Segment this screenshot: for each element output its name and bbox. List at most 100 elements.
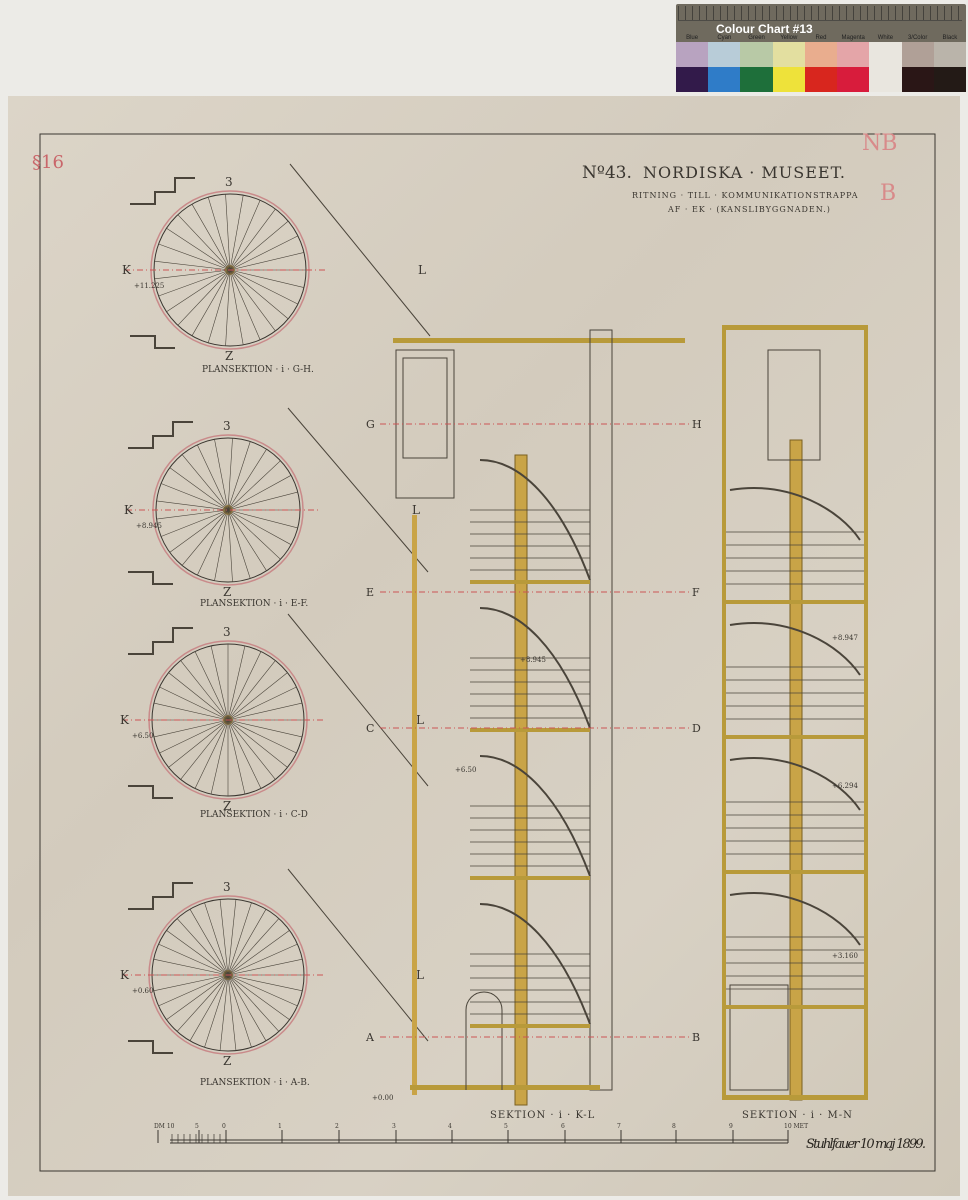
diagonal-wall: [289, 163, 431, 337]
stair-tread-line: [227, 491, 298, 511]
colour-patch-dark: [804, 67, 838, 92]
colour-patch-dark: [901, 67, 934, 92]
kl-level-1: +8.945: [520, 656, 546, 664]
colour-patch-dark: [869, 67, 902, 92]
cut-letter-top: 3: [223, 625, 231, 639]
stair-tread-line: [181, 454, 229, 511]
colour-patch-dark: [708, 67, 741, 92]
cut-letter-l: L: [412, 503, 420, 517]
diagonal-wall: [287, 407, 429, 573]
stair-tread-line: [227, 438, 233, 511]
diagonal-wall: [287, 613, 429, 787]
stair-tread-line: [227, 958, 303, 976]
stair-tread-line: [160, 509, 229, 537]
landing-mn: [726, 735, 864, 739]
landing-mn: [726, 600, 864, 604]
colour-patch-dark: [772, 67, 805, 92]
section-kl-caption: SEKTION · i · K-L: [490, 1110, 595, 1121]
stair-tread-line: [227, 719, 297, 754]
handrail-mn: [729, 487, 861, 541]
stair-tread-line: [194, 719, 229, 789]
stair-tread-line: [210, 645, 229, 721]
stair-tread-line: [227, 902, 252, 976]
wall-outline: [130, 177, 195, 349]
sheet-border: [39, 133, 936, 1172]
cut-letter-a: A: [365, 1031, 375, 1044]
red-mark-b: B: [880, 181, 896, 206]
stair-tread-line: [158, 243, 231, 271]
stair-tread-line: [207, 197, 231, 271]
stair-tread-line: [227, 719, 262, 789]
floor-slab: [393, 338, 685, 343]
stair-tread-line: [166, 930, 229, 976]
stair-tread-line: [227, 509, 281, 560]
section-mn-caption: SEKTION · i · M-N: [742, 1110, 853, 1121]
kl-level-2: +6.50: [455, 766, 476, 774]
stair-tread-line: [225, 194, 231, 271]
stair-tread-line: [227, 475, 292, 511]
stair-tread-line: [156, 500, 229, 511]
stair-tread-line: [154, 269, 231, 280]
scale-label: 10 MET: [784, 1123, 808, 1130]
cut-letter-h: H: [692, 418, 702, 431]
landing-kl: [470, 1024, 590, 1028]
stair-tread-line: [227, 509, 251, 579]
patch-label: White: [877, 35, 894, 41]
stair-tread-line: [189, 974, 229, 1041]
stair-tread-line: [160, 483, 229, 511]
cut-letter-d: D: [692, 722, 701, 735]
stair-tread-line: [227, 509, 267, 571]
stair-tread-line: [219, 974, 229, 1051]
mn-level-3: +3.160: [832, 952, 858, 960]
stair-tread-line: [229, 252, 305, 271]
stair-tread-line: [168, 719, 229, 768]
colour-patch-light: [804, 42, 838, 67]
door-panel-inner: [402, 357, 448, 459]
drawing-title: NORDISKA · MUSEET.: [643, 163, 846, 182]
stair-tread-line: [227, 974, 290, 1020]
stair-tread-line: [229, 269, 261, 340]
colour-patch-light: [740, 42, 773, 67]
stair-tread-line: [158, 943, 229, 976]
cut-letter-b: B: [692, 1031, 700, 1044]
stair-tread-line: [153, 974, 229, 992]
stair-tread-line: [229, 269, 299, 305]
subtitle-line-1: RITNING · TILL · KOMMUNIKATIONSTRAPPA: [632, 191, 859, 200]
stair-tread-line: [227, 719, 303, 738]
colour-patch-light: [676, 42, 709, 67]
diagonal-wall: [287, 868, 429, 1042]
handrail-kl: [479, 755, 591, 877]
stair-tread-line: [225, 269, 231, 346]
arched-door: [465, 991, 503, 1090]
stair-tread-line: [189, 909, 229, 976]
stair-tread-line: [227, 943, 298, 976]
floor-mn: [722, 1095, 868, 1100]
stair-tread-line: [229, 269, 276, 332]
cut-letter-z: Z: [223, 585, 231, 599]
stair-tread-line: [227, 660, 276, 721]
stair-tread-line: [227, 509, 298, 529]
patch-label: Black: [942, 35, 958, 41]
kl-level-3: +0.00: [372, 1094, 393, 1102]
stair-tread-line: [156, 509, 229, 520]
wall-kl: [412, 515, 417, 1095]
colour-patch-light: [901, 42, 934, 67]
stair-tread-line: [227, 441, 251, 511]
stair-tread-line: [227, 974, 252, 1048]
stair-tread-line: [227, 974, 303, 992]
scale-label: 2: [335, 1123, 339, 1130]
cut-letter-c: C: [366, 722, 374, 735]
stair-tread-line: [159, 719, 229, 754]
stair-tread-line: [158, 269, 231, 297]
landing-mn: [726, 1005, 864, 1009]
ruler: [678, 6, 962, 21]
stair-tread-line: [227, 719, 276, 780]
cut-letter-k: K: [120, 713, 130, 727]
stair-tread-line: [227, 974, 267, 1041]
landing-kl: [470, 876, 590, 880]
stair-tread-line: [210, 719, 229, 795]
stair-tread-line: [229, 220, 289, 271]
